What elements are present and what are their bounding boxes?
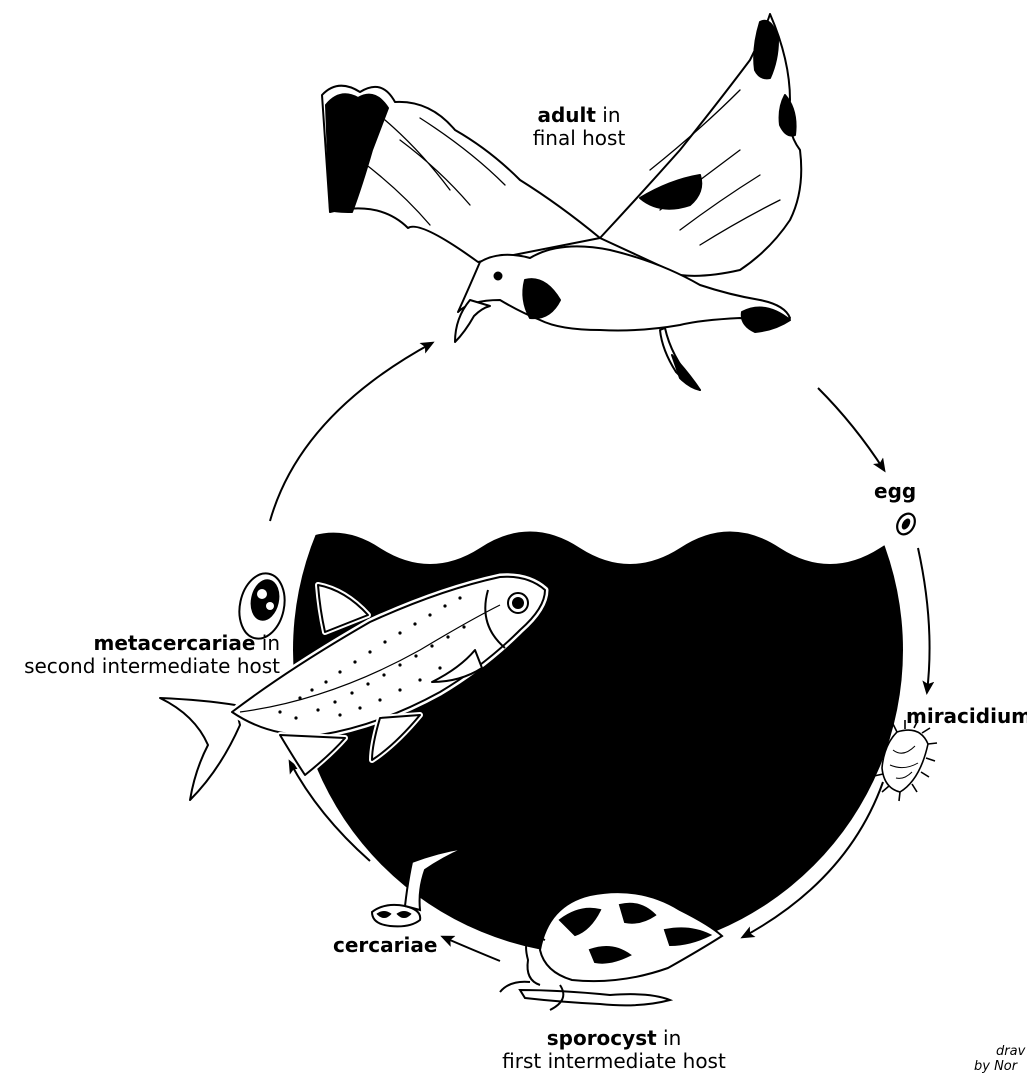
label-adult-line2: final host (518, 127, 640, 150)
label-miracidium: miracidium (906, 705, 1027, 728)
artist-credit-line1: drav (996, 1044, 1025, 1059)
label-sporocyst-rest: in (657, 1026, 682, 1050)
arrow-metacercariae-to-adult (270, 343, 432, 521)
arrow-egg-to-miracidium (918, 548, 930, 692)
label-egg-bold: egg (874, 479, 916, 503)
label-metacercariae-rest: in (255, 631, 280, 655)
label-sporocyst: sporocyst in first intermediate host (470, 1027, 758, 1073)
label-sporocyst-line2: first intermediate host (470, 1050, 758, 1073)
arrow-sporocyst-to-cercariae (443, 937, 500, 961)
label-adult-bold: adult (537, 103, 595, 127)
egg-icon (894, 510, 919, 537)
arrow-adult-to-egg (818, 388, 884, 470)
label-miracidium-bold: miracidium (906, 704, 1027, 728)
label-cercariae-bold: cercariae (333, 933, 437, 957)
gull-illustration (322, 14, 801, 390)
artist-credit: drav by Nor (996, 1044, 1025, 1074)
label-cercariae: cercariae (333, 934, 437, 957)
label-egg: egg (874, 480, 916, 503)
label-metacercariae-line2: second intermediate host (4, 655, 280, 678)
artist-credit-line2: by Nor (974, 1059, 1025, 1074)
label-metacercariae: metacercariae in second intermediate hos… (4, 632, 280, 678)
label-sporocyst-bold: sporocyst (547, 1026, 657, 1050)
label-metacercariae-bold: metacercariae (94, 631, 256, 655)
label-adult-rest: in (596, 103, 621, 127)
label-adult: adult in final host (518, 104, 640, 150)
